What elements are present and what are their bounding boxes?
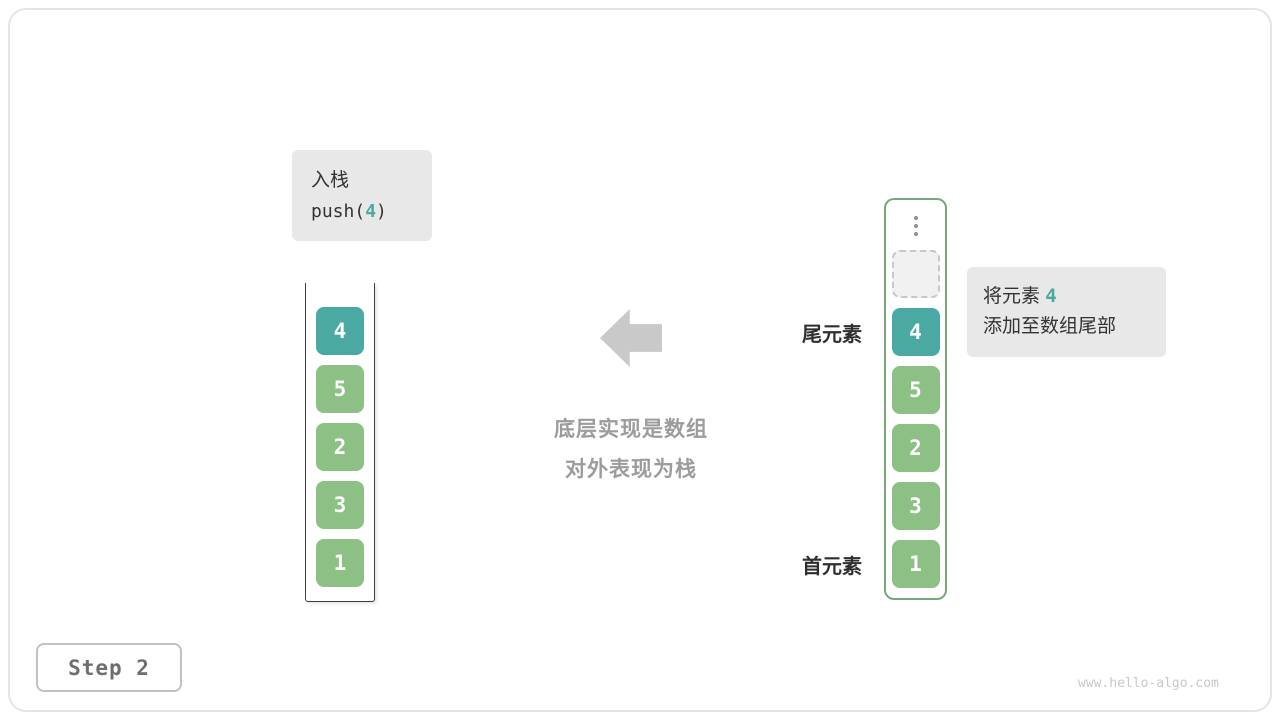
empty-slot-placeholder: [891, 250, 940, 298]
head-element-label: 首元素: [802, 556, 862, 578]
diagram-card: [8, 8, 1272, 712]
note-line1-value: 4: [1045, 285, 1057, 307]
stack-cell-2: 2: [891, 424, 940, 472]
ellipsis-dot: [913, 232, 918, 236]
code-suffix: ): [376, 201, 387, 222]
stack-view-container: 4 5 2 3 1: [305, 283, 375, 602]
note-line1: 将元素 4: [983, 281, 1150, 312]
code-prefix: push(: [311, 201, 366, 222]
stack-cell-2: 2: [316, 423, 364, 471]
stack-cell-3: 3: [316, 481, 364, 529]
ellipsis-dot: [913, 224, 918, 228]
stack-cell-5: 5: [891, 366, 940, 414]
array-view-container: 4 5 2 3 1: [884, 198, 947, 600]
stack-cell-1: 1: [891, 540, 940, 588]
push-operation-title: 入栈: [311, 170, 350, 191]
ellipsis-dot: [913, 216, 918, 220]
stack-cell-3: 3: [891, 482, 940, 530]
code-value: 4: [365, 201, 377, 222]
annotation-note: 将元素 4 添加至数组尾部: [967, 267, 1166, 357]
stack-cell-4: 4: [316, 307, 364, 355]
watermark: www.hello-algo.com: [1078, 676, 1219, 691]
stack-cell-1: 1: [316, 539, 364, 587]
vertical-ellipsis-icon: [913, 212, 918, 240]
caption: 底层实现是数组 对外表现为栈: [500, 410, 762, 490]
tail-element-label: 尾元素: [802, 324, 862, 346]
caption-line2: 对外表现为栈: [565, 458, 697, 481]
note-line1-text: 将元素: [983, 286, 1046, 307]
stack-cell-4: 4: [891, 308, 940, 356]
stack-cell-5: 5: [316, 365, 364, 413]
push-operation-label: 入栈 push(4): [292, 150, 432, 241]
push-operation-code: push(4): [311, 201, 432, 222]
step-badge: Step 2: [36, 643, 182, 692]
note-line2: 添加至数组尾部: [983, 316, 1117, 337]
caption-line1: 底层实现是数组: [554, 418, 708, 441]
